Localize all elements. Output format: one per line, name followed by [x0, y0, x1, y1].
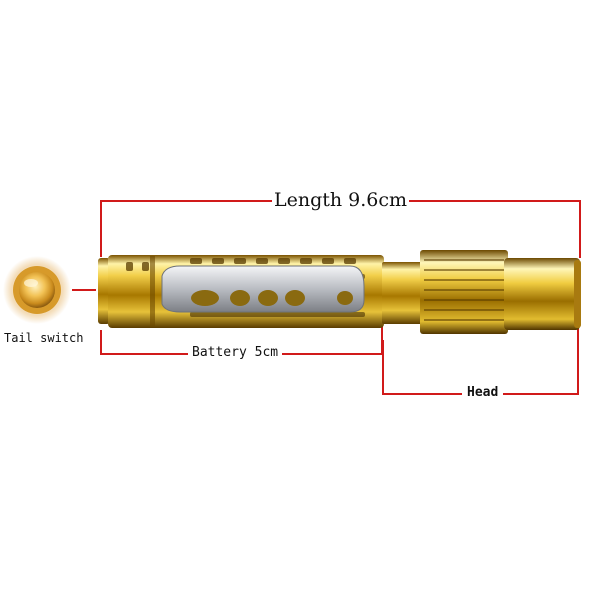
- knurl-grooves: [424, 259, 504, 321]
- tail-switch-label: Tail switch: [4, 331, 84, 345]
- tail-switch-callout: [3, 256, 71, 324]
- head-label: Head: [462, 386, 504, 399]
- head-dimension-line: [382, 326, 579, 395]
- knurled-grip: [420, 250, 508, 334]
- pocket-clip: [161, 265, 365, 313]
- head-bezel: [504, 258, 580, 330]
- tail-end-cap: [98, 258, 110, 324]
- head-front-rim: [574, 260, 581, 328]
- tail-switch-highlight: [24, 279, 38, 287]
- tail-switch-cap: [19, 272, 55, 308]
- battery-label: Battery 5cm: [188, 346, 283, 359]
- length-label: Length 9.6cm: [272, 189, 410, 211]
- body-neck: [382, 262, 422, 324]
- flashlight: [98, 250, 581, 334]
- top-vent-slots: [126, 258, 356, 271]
- tail-ring-groove: [150, 256, 155, 327]
